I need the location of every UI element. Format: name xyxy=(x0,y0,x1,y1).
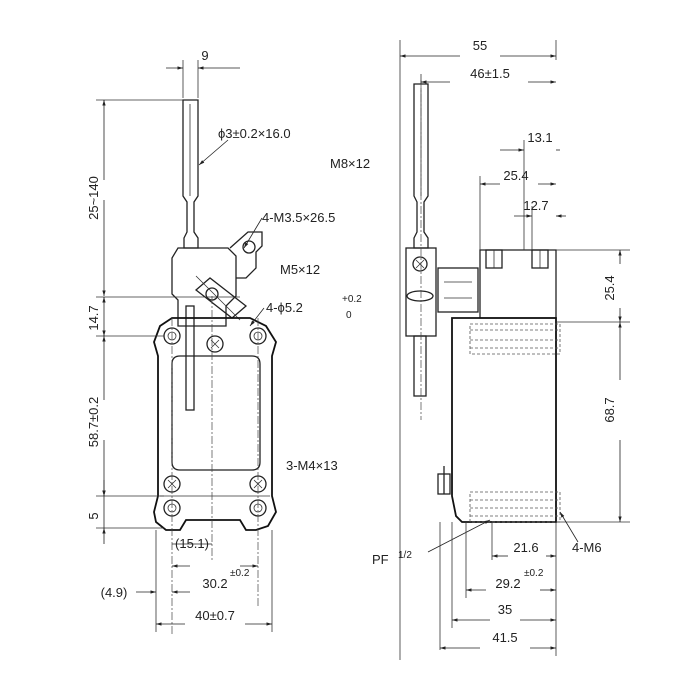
dim-w35: 35 xyxy=(498,602,512,617)
side-body xyxy=(451,317,557,523)
dim-m8: M8×12 xyxy=(330,156,370,171)
switch-body xyxy=(153,317,277,531)
actuator-head xyxy=(171,247,237,327)
side-view: 55 46±1.5 M8×12 13.1 25.4 12.7 25.4 68.7 xyxy=(330,38,630,660)
dim-w55: 55 xyxy=(473,38,487,53)
dim-w29-tol: ±0.2 xyxy=(524,568,544,579)
front-view: 9 ϕ3±0.2×16.0 25~140 4-M3.5×26.5 M5×12 4… xyxy=(86,48,362,636)
dim-v58: 58.7±0.2 xyxy=(86,397,101,448)
dim-top-width: 9 xyxy=(201,48,208,63)
dim-w29: 29.2 xyxy=(495,576,520,591)
dim-w21: 21.6 xyxy=(513,540,538,555)
dim-h30: 30.2 xyxy=(202,576,227,591)
dim-w13: 13.1 xyxy=(527,130,552,145)
dim-h4-9: (4.9) xyxy=(101,585,128,600)
dim-h15: (15.1) xyxy=(175,536,209,551)
lever-arm xyxy=(194,277,248,319)
plunger-rod xyxy=(185,305,195,411)
dim-pf-frac: 1/2 xyxy=(398,550,412,561)
dim-screw-top: 4-M3.5×26.5 xyxy=(262,210,335,225)
dim-height-range: 25~140 xyxy=(86,176,101,220)
dim-hole: 4-ϕ5.2 xyxy=(266,300,303,315)
dim-hole-tol-plus: +0.2 xyxy=(342,294,362,305)
side-head xyxy=(479,249,557,319)
dim-w12: 12.7 xyxy=(523,198,548,213)
dim-w25: 25.4 xyxy=(503,168,528,183)
inner-window xyxy=(171,355,261,471)
dim-w41: 41.5 xyxy=(492,630,517,645)
dim-v68: 68.7 xyxy=(602,397,617,422)
dim-screw-bottom: 3-M4×13 xyxy=(286,458,338,473)
dim-hole-tol-zero: 0 xyxy=(346,310,352,321)
dim-screw-m5: M5×12 xyxy=(280,262,320,277)
dim-rod: ϕ3±0.2×16.0 xyxy=(218,126,291,141)
lever-rod xyxy=(182,99,199,249)
dim-h40: 40±0.7 xyxy=(195,608,235,623)
dim-m6: 4-M6 xyxy=(572,540,602,555)
dim-v25: 25.4 xyxy=(602,275,617,300)
dim-w46: 46±1.5 xyxy=(470,66,510,81)
dim-v14: 14.7 xyxy=(86,305,101,330)
dim-pf: PF xyxy=(372,552,389,567)
dim-v5: 5 xyxy=(86,512,101,519)
dim-h30-tol: ±0.2 xyxy=(230,568,250,579)
pivot-screw xyxy=(206,335,224,353)
